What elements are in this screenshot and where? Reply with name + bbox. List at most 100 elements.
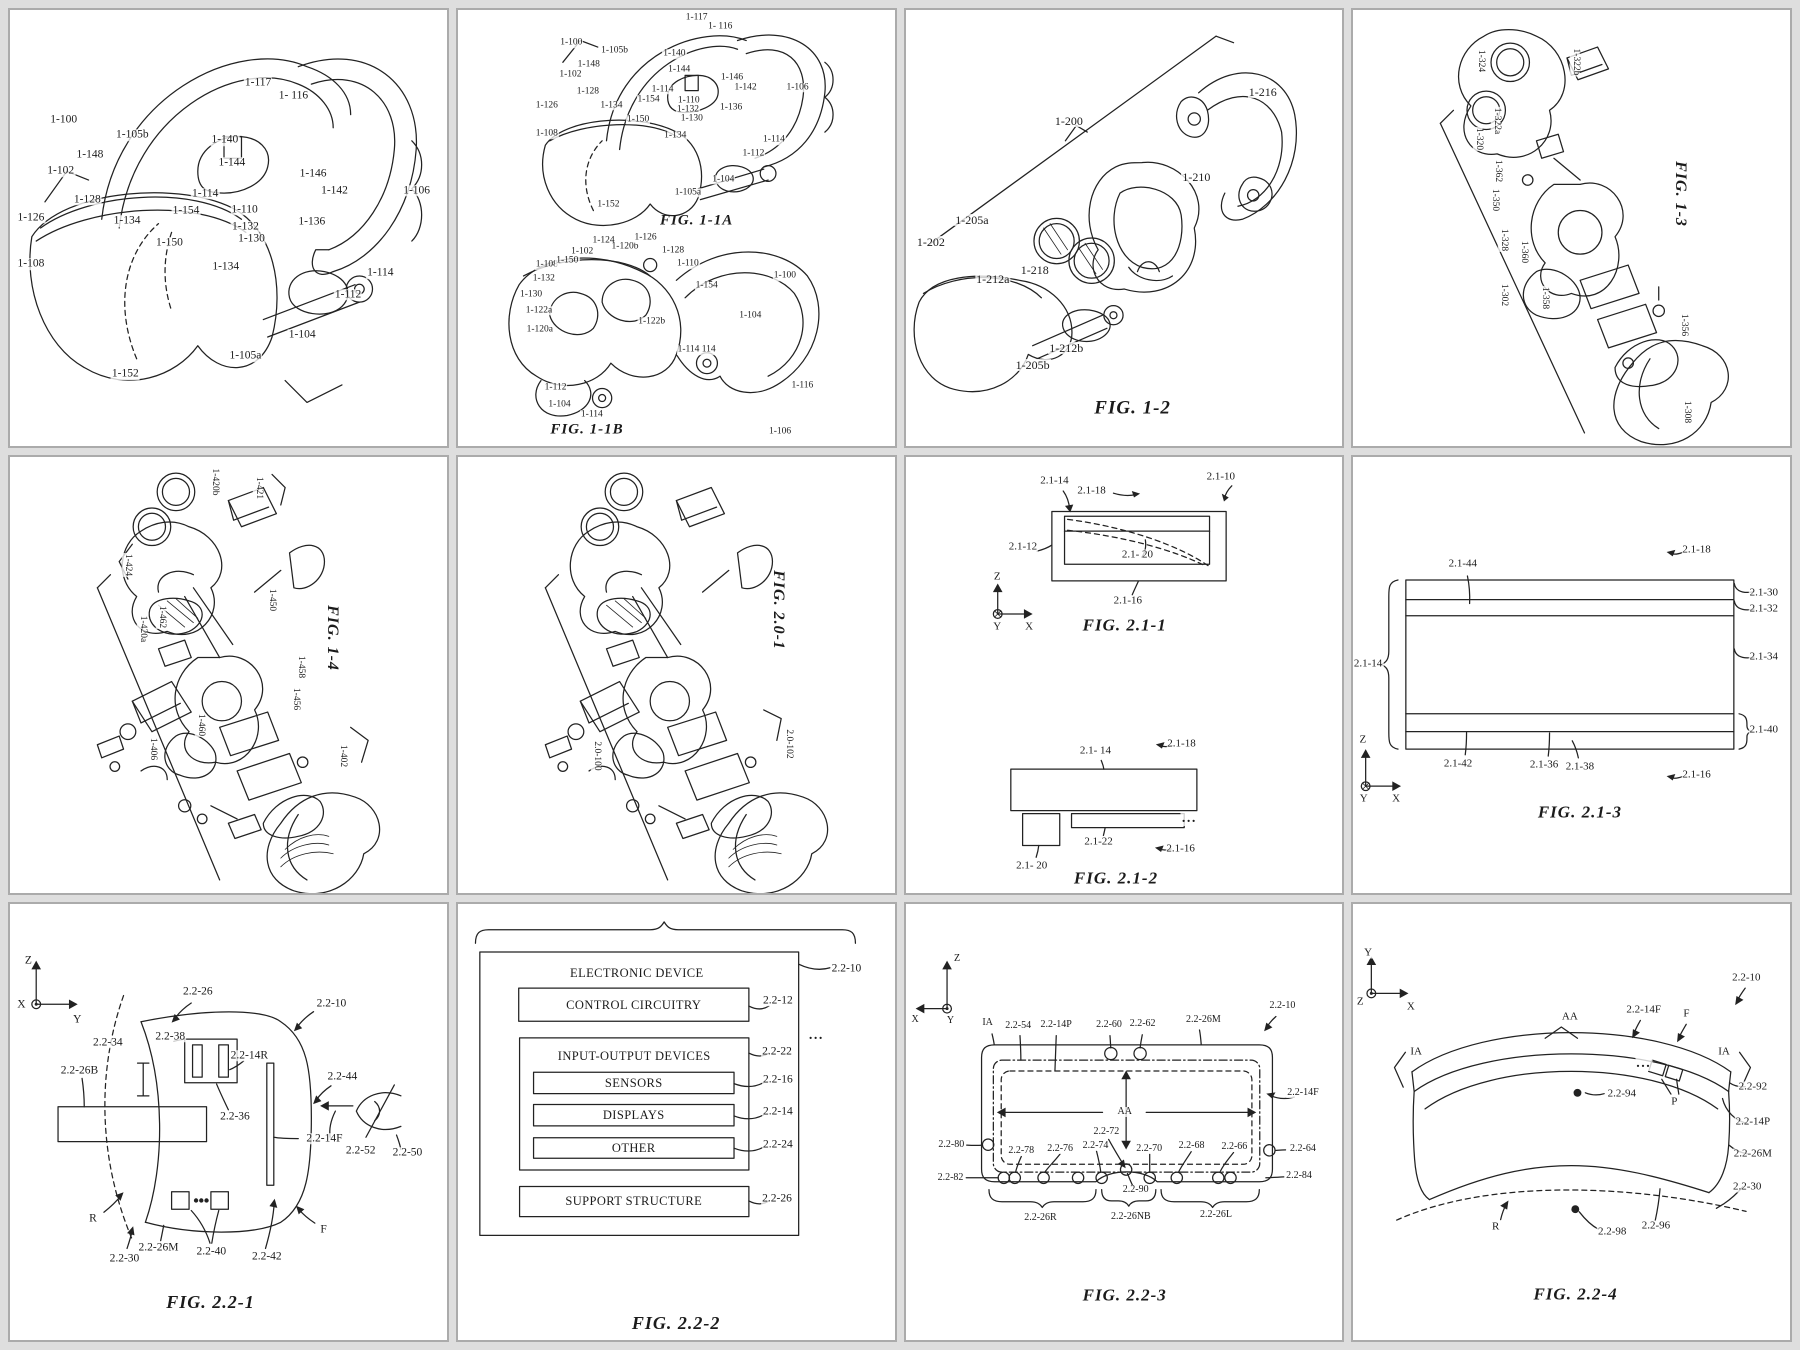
ref-label: 2.2-50 xyxy=(391,1145,424,1159)
figure-caption: FIG. 1-3 xyxy=(1672,160,1690,227)
figure-caption: FIG. 2.2-2 xyxy=(631,1312,721,1333)
ref-label: 2.2-10 xyxy=(830,962,863,975)
ref-label: 2.2-90 xyxy=(1121,1184,1150,1196)
ref-label: 2.1-18 xyxy=(1681,543,1712,556)
ref-label: 1-110 xyxy=(230,202,259,216)
ref-label: 1-212b xyxy=(1048,340,1085,355)
ref-label: 1-308 xyxy=(1681,399,1693,424)
ref-label: 2.2-96 xyxy=(1640,1219,1672,1232)
ref-label: 1-122a xyxy=(524,305,554,316)
ref-label: 2.2-14F xyxy=(305,1131,344,1145)
ref-label: 1-100 xyxy=(772,270,797,282)
ref-label: Y xyxy=(992,620,1003,633)
ref-label: 2.2-26M xyxy=(1732,1147,1773,1160)
ref-label: AA xyxy=(1116,1106,1133,1118)
ref-label: 1-150 xyxy=(555,255,580,266)
ref-label: 2.2-14F xyxy=(1286,1086,1320,1098)
ref-label: R xyxy=(88,1212,98,1225)
ref-label: 2.1-30 xyxy=(1748,586,1779,599)
ref-label: 1-132 xyxy=(230,220,260,233)
ref-label: 1-104 xyxy=(738,309,763,321)
figure-caption: FIG. 2.1-1 xyxy=(1082,615,1167,635)
ref-label: 1-350 xyxy=(1489,187,1501,212)
ref-label: 1-112 xyxy=(543,382,568,394)
ref-label: 2.2-62 xyxy=(1128,1018,1157,1030)
ref-label: 1-362 xyxy=(1492,159,1504,184)
ref-label: DISPLAYS xyxy=(602,1108,665,1123)
ref-label: X xyxy=(1405,1000,1416,1013)
ref-label: 1-134 xyxy=(663,130,688,141)
ref-label: 1-420b xyxy=(209,467,221,497)
ref-label: 2.2-70 xyxy=(1135,1142,1164,1154)
ref-label: 1-110 xyxy=(676,258,700,269)
ref-label: Y xyxy=(945,1014,956,1026)
ref-label: 2.2-34 xyxy=(91,1035,124,1049)
ref-label: 1-424 xyxy=(122,553,133,578)
ref-label: 2.2-26 xyxy=(181,985,214,998)
ref-label: 2.2-10 xyxy=(315,997,348,1010)
ref-label: 2.2-10 xyxy=(1268,1000,1297,1012)
ref-label: 1-210 xyxy=(1181,169,1212,184)
ref-label: 1-106 xyxy=(785,81,810,93)
ref-label: 1-458 xyxy=(295,655,306,680)
ref-label: 1-105a xyxy=(228,349,263,362)
ref-label: 1-302 xyxy=(1497,282,1509,307)
ref-label: 1-456 xyxy=(290,686,301,712)
layer-stack-drawing xyxy=(1353,457,1790,893)
figure-caption: FIG. 2.2-1 xyxy=(166,1292,255,1313)
ref-label: 1-110 xyxy=(676,94,701,106)
ref-label: 1-140 xyxy=(662,48,687,60)
ref-label: 2.2-10 xyxy=(1731,971,1762,984)
ref-label: X xyxy=(910,1013,920,1025)
ref-label: 1-108 xyxy=(534,128,559,139)
ref-label: 1-148 xyxy=(75,148,105,161)
ref-label: 1-112 xyxy=(333,287,363,301)
ref-label: 1-124 xyxy=(591,235,616,246)
rotated-exploded-drawing xyxy=(1353,10,1790,446)
ref-label: SENSORS xyxy=(604,1075,663,1090)
ref-label: 1-114 xyxy=(650,84,675,95)
ref-label: 1-152 xyxy=(110,367,140,381)
ref-label: 2.1-32 xyxy=(1748,602,1779,615)
ref-label: 2.1-16 xyxy=(1112,594,1144,607)
ref-label: 1-114 xyxy=(579,408,604,420)
ref-label: 2.2-74 xyxy=(1081,1139,1110,1151)
ref-label: 2.1-16 xyxy=(1681,768,1712,781)
ref-label: F xyxy=(319,1222,328,1236)
ref-label: 1-122b xyxy=(637,315,667,327)
block-diagram-drawing xyxy=(458,904,895,1340)
ref-label: 1-322b xyxy=(1569,47,1581,77)
ref-label: 1-114 114 xyxy=(676,344,717,355)
ref-label: 1-402 xyxy=(337,744,349,769)
top-view-drawing xyxy=(915,960,1343,1340)
ref-label: 1-406 xyxy=(146,737,158,762)
ref-label: 2.1-38 xyxy=(1564,760,1596,773)
ref-label: SUPPORT STRUCTURE xyxy=(565,1194,703,1209)
ref-label: X xyxy=(1391,792,1402,805)
ref-label: 1-104 xyxy=(547,399,572,411)
ref-label: 1-154 xyxy=(171,204,201,217)
ref-label: 2.1- 14 xyxy=(1078,744,1113,757)
ref-label: Y xyxy=(72,1012,83,1026)
ref-label: 1-152 xyxy=(596,199,621,210)
ref-label: 1-142 xyxy=(320,183,349,197)
ref-label: 2.2-44 xyxy=(326,1070,359,1083)
ref-label: 2.2-30 xyxy=(1731,1180,1763,1193)
ref-label: 2.2-94 xyxy=(1606,1087,1638,1100)
ref-label: 1-130 xyxy=(519,288,544,300)
